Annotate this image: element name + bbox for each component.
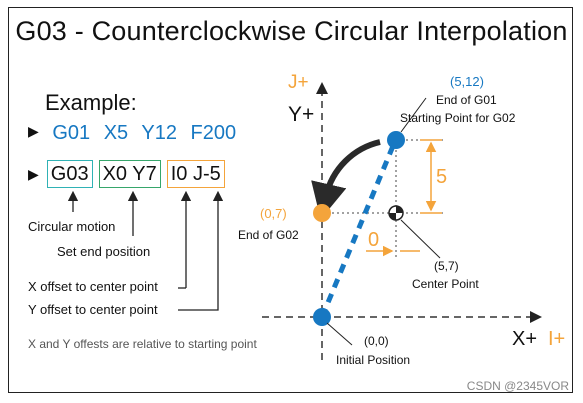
code-y12: Y12: [141, 122, 177, 144]
origin-leader: [326, 322, 353, 346]
note-x-offset: X offset to center point: [28, 279, 158, 294]
origin-coord: (0,0): [364, 334, 389, 348]
center-leader: [400, 219, 441, 259]
code-g03-box: G03: [46, 160, 93, 188]
code-f200: F200: [190, 122, 237, 144]
i-dimension-value: 0: [368, 229, 380, 251]
end-coord: (0,7): [260, 206, 287, 221]
start-label-1: End of G01: [436, 93, 497, 107]
center-label: Center Point: [412, 277, 479, 291]
note-circular-motion: Circular motion: [28, 219, 116, 234]
note-y-offset: Y offset to center point: [28, 302, 158, 317]
note-set-end: Set end position: [57, 244, 151, 259]
j-dimension-value: 5: [436, 166, 448, 188]
end-label: End of G02: [238, 228, 299, 242]
bullet-arrow-icon: ▶: [28, 123, 39, 139]
x-axis-label: X+: [512, 328, 538, 350]
origin-point: [313, 308, 331, 326]
start-leader: [400, 97, 427, 133]
diagram-frame: [8, 7, 573, 393]
end-point: [313, 204, 331, 222]
callout-yoffset-arrow: [178, 190, 224, 311]
start-coord: (5,12): [450, 74, 484, 89]
y-axis-label: Y+: [288, 103, 315, 126]
code-x5: X5: [103, 122, 129, 144]
start-point: [387, 131, 405, 149]
code-xy-box: X0 Y7: [98, 160, 161, 188]
i-axis-label: I+: [548, 328, 566, 350]
example-label: Example:: [45, 90, 137, 115]
bullet-arrow-icon: ▶: [28, 165, 39, 182]
footnote: X and Y offests are relative to starting…: [28, 337, 257, 351]
center-coord: (5,7): [434, 259, 459, 273]
center-point-icon: [388, 205, 404, 221]
origin-label: Initial Position: [336, 353, 411, 367]
j-axis-label: J+: [288, 72, 309, 93]
g01-path: [319, 145, 396, 318]
g03-arc: [311, 139, 381, 220]
watermark: CSDN @2345VOR: [466, 379, 569, 393]
page-title: G03 - Counterclockwise Circular Interpol…: [15, 16, 568, 46]
code-g01: G01: [52, 122, 91, 144]
start-label-2: Starting Point for G02: [400, 111, 516, 125]
code-ij-box: I0 J-5: [166, 160, 225, 188]
example-line-g01: ▶ G01 X5 Y12 F200: [28, 122, 244, 145]
example-line-g03: ▶ G03 X0 Y7 I0 J-5: [28, 160, 231, 188]
